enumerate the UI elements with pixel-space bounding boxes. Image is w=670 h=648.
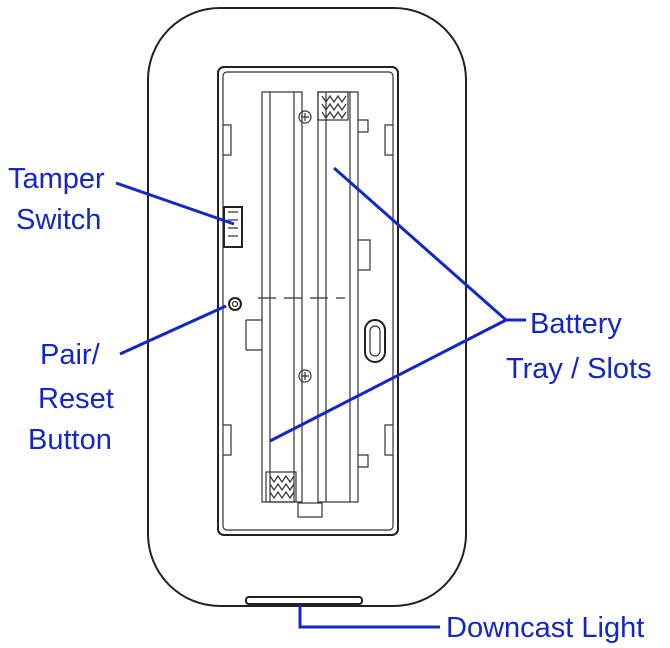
battery-compartment-frame — [217, 66, 399, 536]
downcast-leader — [298, 605, 440, 629]
tamper-label-line1: Tamper — [8, 163, 105, 195]
device-body — [147, 7, 467, 607]
tamper-label-line2: Switch — [16, 204, 101, 236]
pair-label-line2: Reset — [38, 383, 114, 415]
battery-compartment-inner — [222, 71, 394, 531]
downcast-label: Downcast Light — [446, 612, 644, 644]
pair-label-line1: Pair/ — [40, 339, 101, 371]
tamper-switch[interactable] — [223, 206, 243, 248]
pair-leader — [119, 304, 227, 356]
spring-top — [317, 91, 349, 121]
battery-leader-upper — [333, 166, 507, 322]
wall-notches — [223, 124, 393, 456]
downcast-light-slot — [245, 596, 363, 605]
battery-label-line2: Tray / Slots — [506, 353, 652, 385]
battery-leader-lower — [269, 318, 507, 443]
battery-label-line1: Battery — [530, 308, 622, 340]
spring-bottom — [265, 471, 297, 503]
plus-icon-middle — [298, 369, 312, 383]
battery-slot-right — [317, 91, 371, 503]
pair-reset-button[interactable] — [228, 297, 242, 311]
pair-label-line3: Button — [28, 424, 112, 456]
oval-latch — [364, 319, 386, 363]
plus-icon-top — [298, 110, 312, 124]
bottom-clip — [297, 502, 323, 518]
tamper-leader — [115, 181, 235, 226]
